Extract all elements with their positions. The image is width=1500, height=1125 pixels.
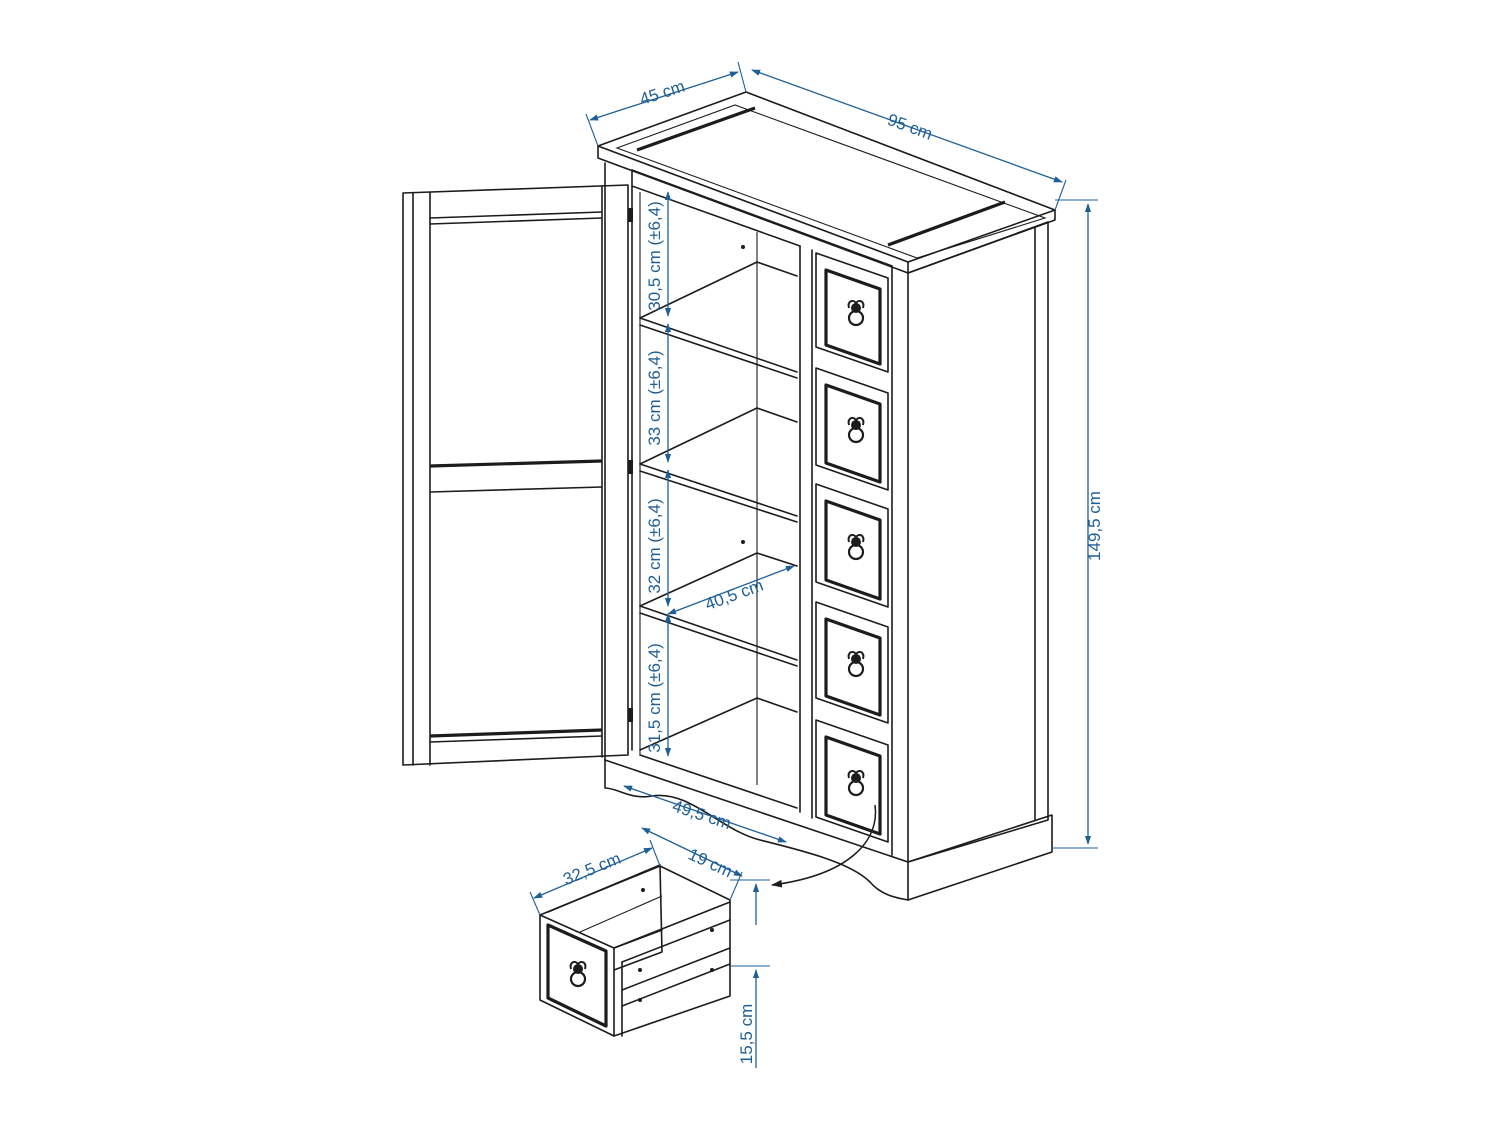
drawer-4[interactable] [815, 601, 889, 724]
drawer-height-label: 15,5 cm [737, 1004, 756, 1064]
cabinet [597, 91, 1056, 901]
drawer-detail [539, 864, 731, 1037]
pull-out-arrow [770, 804, 877, 888]
shelf-depth-label: 40,5 cm [702, 576, 765, 615]
cabinet-right-side [907, 221, 1049, 863]
drawer-1[interactable] [815, 252, 889, 373]
drawer-depth-label: 19 cm [685, 845, 735, 882]
drawer-2[interactable] [815, 367, 889, 491]
drawer-column [815, 252, 889, 843]
width-label: 95 cm [885, 110, 935, 144]
cabinet-front-frame [604, 162, 909, 863]
dimension-lines [529, 61, 1098, 1068]
depth-label: 45 cm [637, 77, 687, 109]
hinges [628, 208, 633, 722]
shelf-4-height-label: 31,5 cm (±6,4) [645, 643, 664, 752]
cabinet-door-open[interactable] [402, 184, 629, 766]
drawer-5[interactable] [815, 719, 889, 843]
shelf-3-height-label: 32 cm (±6,4) [645, 498, 664, 593]
shelf-1-height-label: 30,5 cm (±6,4) [645, 201, 664, 310]
cabinet-plinth [604, 759, 1053, 901]
drawer-3[interactable] [815, 483, 889, 608]
shelf-2-height-label: 33 cm (±6,4) [645, 350, 664, 445]
drawer-width-label: 32,5 cm [560, 849, 623, 889]
interior-width-label: 49,5 cm [670, 796, 733, 833]
height-label: 149,5 cm [1085, 491, 1104, 561]
